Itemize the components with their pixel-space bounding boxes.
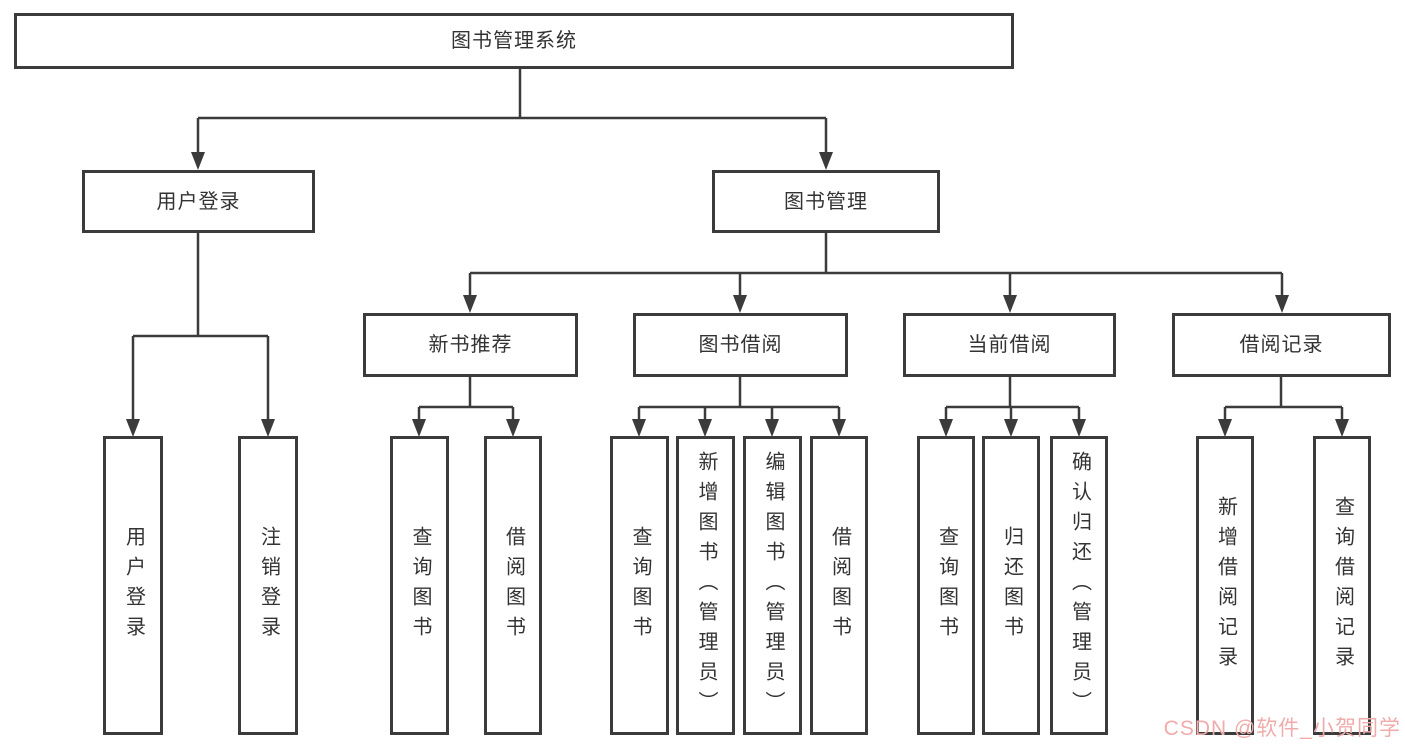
leaf-borrow-books-recommend: 借阅图书 — [484, 436, 542, 735]
leaf-query-books-current: 查询图书 — [917, 436, 975, 735]
leaf-query-books-borrowing: 查询图书 — [610, 436, 669, 735]
leaf-borrow-books-borrowing: 借阅图书 — [810, 436, 868, 735]
leaf-add-borrow-record: 新增借阅记录 — [1196, 436, 1254, 735]
watermark-csdn: CSDN @软件_小贺同学 — [1163, 717, 1401, 740]
connector-lines — [131, 69, 1344, 422]
leaf-return-book: 归还图书 — [982, 436, 1040, 735]
node-borrowing-records: 借阅记录 — [1172, 313, 1391, 377]
arrowheads — [126, 152, 1349, 437]
leaf-query-borrow-record: 查询借阅记录 — [1313, 436, 1371, 735]
leaf-edit-book-admin: 编辑图书（管理员） — [743, 436, 802, 735]
leaf-add-book-admin: 新增图书（管理员） — [676, 436, 735, 735]
leaf-confirm-return-admin: 确认归还（管理员） — [1050, 436, 1108, 735]
leaf-user-login: 用户登录 — [103, 436, 163, 735]
node-book-borrowing: 图书借阅 — [633, 313, 848, 377]
node-new-book-recommend: 新书推荐 — [363, 313, 578, 377]
node-user-login-branch: 用户登录 — [82, 170, 315, 233]
leaf-logout: 注销登录 — [238, 436, 298, 735]
leaf-query-books-recommend: 查询图书 — [390, 436, 449, 735]
node-book-management: 图书管理 — [712, 170, 940, 233]
node-root-library-management-system: 图书管理系统 — [14, 13, 1014, 69]
node-current-borrowing: 当前借阅 — [903, 313, 1116, 377]
